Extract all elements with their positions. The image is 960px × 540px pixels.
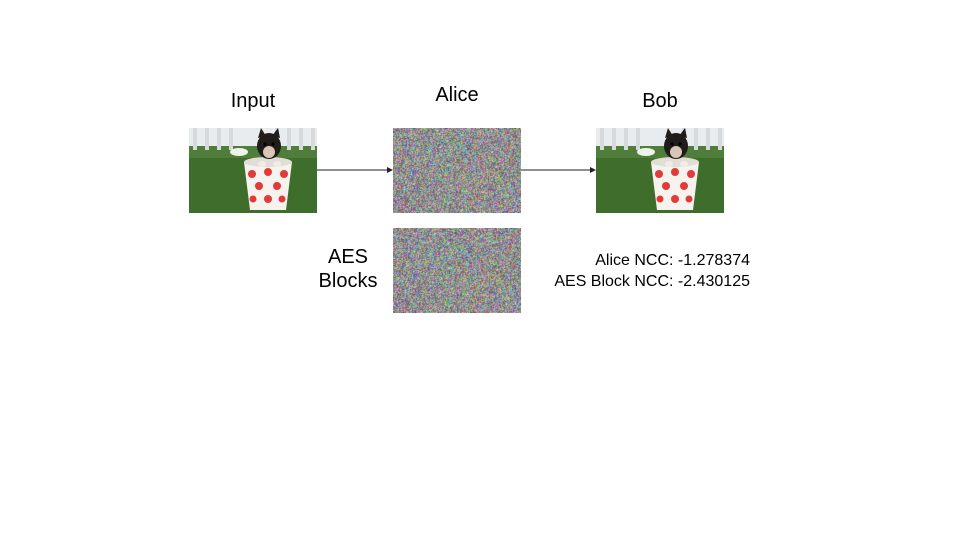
arrow-input-to-alice xyxy=(317,167,393,173)
aes-label-line2: Blocks xyxy=(318,270,378,292)
aes-blocks-image xyxy=(393,228,521,313)
aes-noise-canvas xyxy=(393,228,521,313)
ncc-stats: Alice NCC: -1.278374 AES Block NCC: -2.4… xyxy=(520,250,750,292)
alice-noise-canvas xyxy=(393,128,521,213)
aes-blocks-label: AES Blocks xyxy=(308,245,388,293)
alice-encrypted-image xyxy=(393,128,521,213)
alice-ncc-text: Alice NCC: -1.278374 xyxy=(595,252,750,269)
bob-decrypted-image xyxy=(596,128,724,213)
puppy-cup-picture xyxy=(189,128,317,213)
input-label: Input xyxy=(230,90,276,112)
bob-label: Bob xyxy=(642,90,678,112)
alice-label: Alice xyxy=(435,84,479,106)
aes-label-line1: AES xyxy=(327,246,369,268)
puppy-cup-picture xyxy=(596,128,724,213)
input-image xyxy=(189,128,317,213)
arrow-alice-to-bob xyxy=(521,167,596,173)
aes-block-ncc-text: AES Block NCC: -2.430125 xyxy=(554,273,750,290)
